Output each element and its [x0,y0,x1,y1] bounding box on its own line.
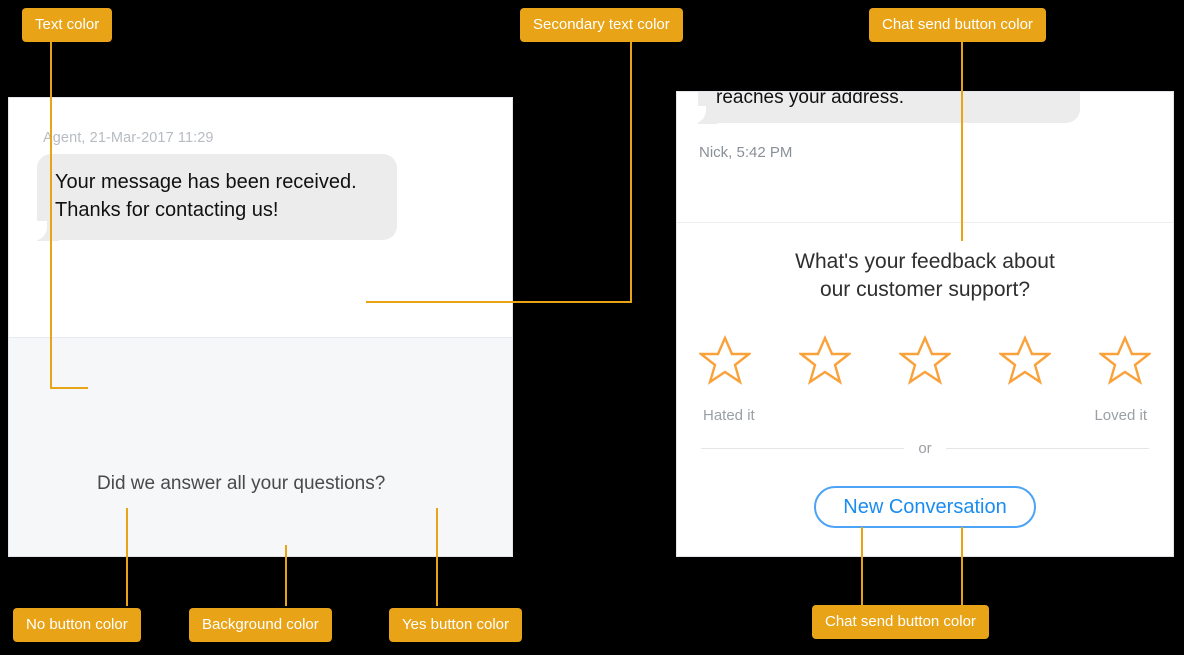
annotation-badge-background-color: Background color [189,608,332,642]
new-conversation-button[interactable]: New Conversation [814,486,1036,528]
leader-line-chat-send-top [961,42,963,241]
or-line-left [701,448,905,449]
agent-message-bubble: Your message has been received. Thanks f… [27,154,397,241]
star-icon-5[interactable] [1099,335,1151,385]
leader-line-text-color-vertical [50,42,52,388]
section-divider [677,222,1173,223]
star-icon-2[interactable] [799,335,851,385]
annotation-badge-chat-send-bottom: Chat send button color [812,605,989,639]
feedback-title: What's your feedback about our customer … [677,248,1173,304]
annotation-badge-secondary-text: Secondary text color [520,8,683,42]
chat-widget-left-panel: Agent, 21-Mar-2017 11:29 Your message ha… [8,97,513,557]
star-rating-control[interactable] [677,335,1173,385]
message-meta-nick: Nick, 5:42 PM [699,144,793,161]
annotation-badge-chat-send-top: Chat send button color [869,8,1046,42]
rating-high-label: Loved it [1094,407,1147,424]
incoming-message-bubble: reaches your address. [688,91,1080,124]
resolution-prompt-area: Did we answer all your questions? No YES… [9,337,512,556]
or-separator: or [701,440,1149,457]
rating-low-label: Hated it [703,407,755,424]
chat-widget-right-panel: reaches your address. Nick, 5:42 PM What… [676,91,1174,557]
resolution-question: Did we answer all your questions? [97,473,386,494]
agent-message-text: Your message has been received. Thanks f… [55,171,357,221]
annotation-badge-text-color: Text color [22,8,113,42]
leader-line-secondary-text-horizontal [366,301,632,303]
leader-line-secondary-text-vertical [630,42,632,303]
feedback-title-line-1: What's your feedback about [795,250,1055,273]
annotation-badge-no-button: No button color [13,608,141,642]
chat-transcript-area: Agent, 21-Mar-2017 11:29 Your message ha… [9,98,512,435]
message-meta-agent: Agent, 21-Mar-2017 11:29 [43,130,214,146]
leader-line-chat-send-bottom-left [861,527,863,605]
leader-line-chat-send-bottom-right [961,527,963,605]
star-icon-4[interactable] [999,335,1051,385]
or-label: or [918,440,932,457]
or-line-right [945,448,1149,449]
star-icon-3[interactable] [899,335,951,385]
star-icon-1[interactable] [699,335,751,385]
feedback-title-line-2: our customer support? [819,278,1031,301]
rating-scale-labels: Hated it Loved it [703,407,1147,424]
leader-line-no-button [126,508,128,606]
annotation-badge-yes-button: Yes button color [389,608,523,642]
incoming-message-text: reaches your address. [716,91,904,108]
leader-line-background-color [285,545,287,606]
leader-line-text-color-horizontal [50,387,88,389]
right-chat-transcript-area: reaches your address. Nick, 5:42 PM [677,92,1173,222]
leader-line-yes-button [436,508,438,606]
